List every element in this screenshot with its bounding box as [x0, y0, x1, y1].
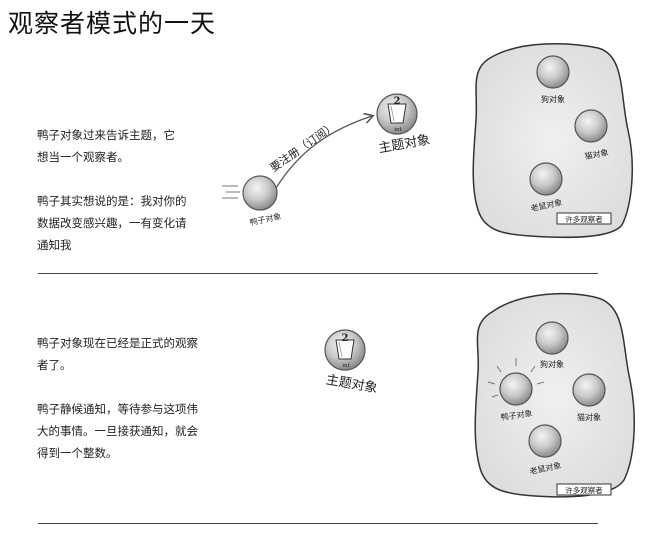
- panel1-intro-text: 鸭子对象过来告诉主题，它 想当一个观察者。: [37, 124, 175, 168]
- section-divider: [38, 523, 598, 524]
- duck-object-label: 鸭子对象: [500, 408, 533, 422]
- observer-cluster-blob: [472, 43, 633, 239]
- mouse-object-icon: [529, 162, 563, 196]
- panel1-text-line: 通知我: [37, 238, 72, 252]
- cat-object-icon: [574, 109, 608, 143]
- section-divider: [38, 273, 598, 274]
- cluster-tag-box: [556, 483, 612, 496]
- panel1-text-line: 数据改变感兴趣，一有变化请: [37, 216, 187, 230]
- dog-object-label: 狗对象: [541, 94, 565, 104]
- cat-object-label: 猫对象: [577, 412, 601, 422]
- cat-object-label: 猫对象: [584, 147, 609, 161]
- panel2-text-line: 得到一个整数。: [37, 446, 118, 460]
- subject-type: int: [342, 363, 350, 369]
- dog-object-icon: [535, 321, 569, 355]
- panel2-detail-text: 鸭子静候通知，等待参与这项伟 大的事情。一旦接获通知，就会 得到一个整数。: [37, 398, 198, 464]
- subject-object-label: 主题对象: [325, 373, 379, 397]
- subject-type: int: [394, 127, 402, 133]
- panel1-text-line: 想当一个观察者。: [37, 150, 129, 164]
- panel1-text-line: 鸭子其实想说的是：我对你的: [37, 194, 187, 208]
- register-arrow: [275, 116, 372, 189]
- subject-object-icon: [376, 93, 418, 135]
- register-arrow-label: 要注册（订阅）: [267, 119, 338, 175]
- duck-object-label: 鸭子对象: [249, 211, 282, 227]
- panel1-text-line: 鸭子对象过来告诉主题，它: [37, 128, 175, 142]
- mouse-object-icon: [528, 424, 562, 458]
- duck-object-icon: [487, 358, 545, 406]
- dog-object-label: 狗对象: [540, 359, 564, 369]
- duck-object-icon: [222, 175, 278, 211]
- cat-object-icon: [572, 373, 606, 407]
- cluster-tag-box: [556, 212, 612, 225]
- panel2-text-line: 鸭子对象现在已经是正式的观察: [37, 336, 198, 350]
- panel1-detail-text: 鸭子其实想说的是：我对你的 数据改变感兴趣，一有变化请 通知我: [37, 190, 187, 256]
- page-title: 观察者模式的一天: [8, 9, 217, 38]
- panel2-text-line: 鸭子静候通知，等待参与这项伟: [37, 402, 198, 416]
- panel2-text-line: 大的事情。一旦接获通知，就会: [37, 424, 198, 438]
- dog-object-icon: [536, 55, 570, 89]
- cluster-tag-label: 许多观察者: [565, 214, 603, 224]
- panel2-text-line: 者了。: [37, 358, 72, 372]
- subject-object-icon: [324, 329, 366, 371]
- subject-value: 2: [394, 96, 401, 107]
- subject-object-label: 主题对象: [377, 133, 431, 157]
- cluster-tag-label: 许多观察者: [565, 485, 603, 495]
- panel2-intro-text: 鸭子对象现在已经是正式的观察 者了。: [37, 332, 198, 376]
- subject-value: 2: [342, 333, 349, 344]
